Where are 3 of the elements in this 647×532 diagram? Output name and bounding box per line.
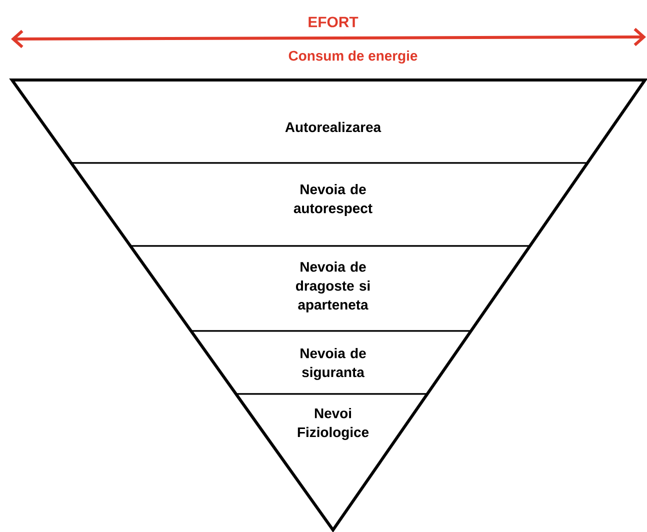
effort-label: EFORT	[308, 16, 358, 28]
energy-label: Consum de energie	[288, 50, 418, 64]
node-label: Nevoi Fiziologice	[298, 408, 369, 440]
